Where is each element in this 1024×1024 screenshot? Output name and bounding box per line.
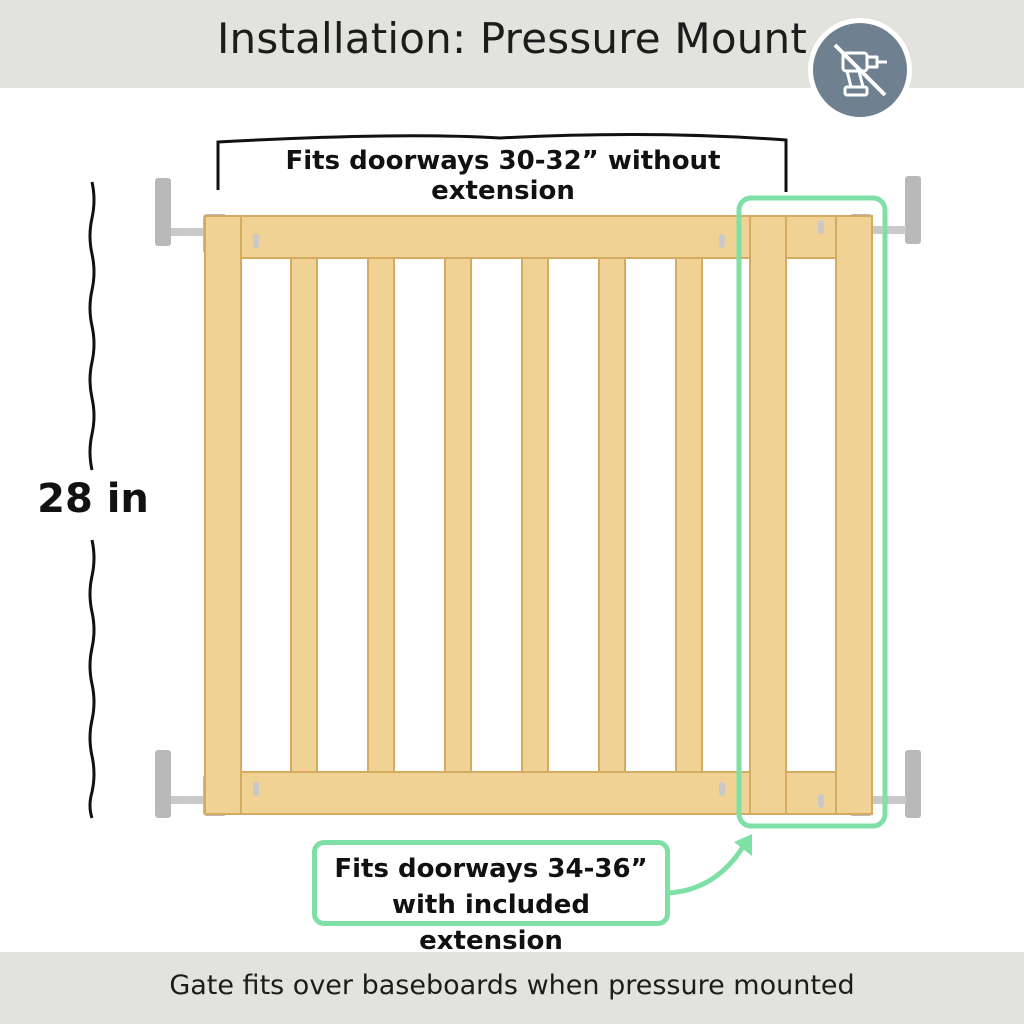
- gate-frame: [204, 215, 873, 815]
- footer-band: [0, 952, 1024, 1024]
- extension-highlight: [736, 195, 888, 829]
- page-title: Installation: Pressure Mount: [216, 14, 808, 63]
- no-drill-badge: [808, 18, 912, 122]
- extension-callout: Fits doorways 34-36” with included exten…: [312, 840, 670, 956]
- height-line-top: [88, 181, 96, 471]
- height-label: 28 in: [37, 476, 149, 522]
- width-callout: Fits doorways 30-32” without extension: [285, 146, 721, 206]
- arrow-head-icon: [734, 834, 752, 856]
- footer-text: Gate fits over baseboards when pressure …: [169, 970, 855, 1001]
- extension-callout-line1: Fits doorways 34-36”: [334, 854, 648, 884]
- callout-arrow: [667, 840, 749, 896]
- height-line-bottom: [88, 539, 96, 819]
- frame-slots: [253, 220, 824, 808]
- width-bracket: [216, 132, 788, 192]
- no-drill-icon: [833, 43, 887, 97]
- extension-callout-line2: with included extension: [391, 890, 591, 956]
